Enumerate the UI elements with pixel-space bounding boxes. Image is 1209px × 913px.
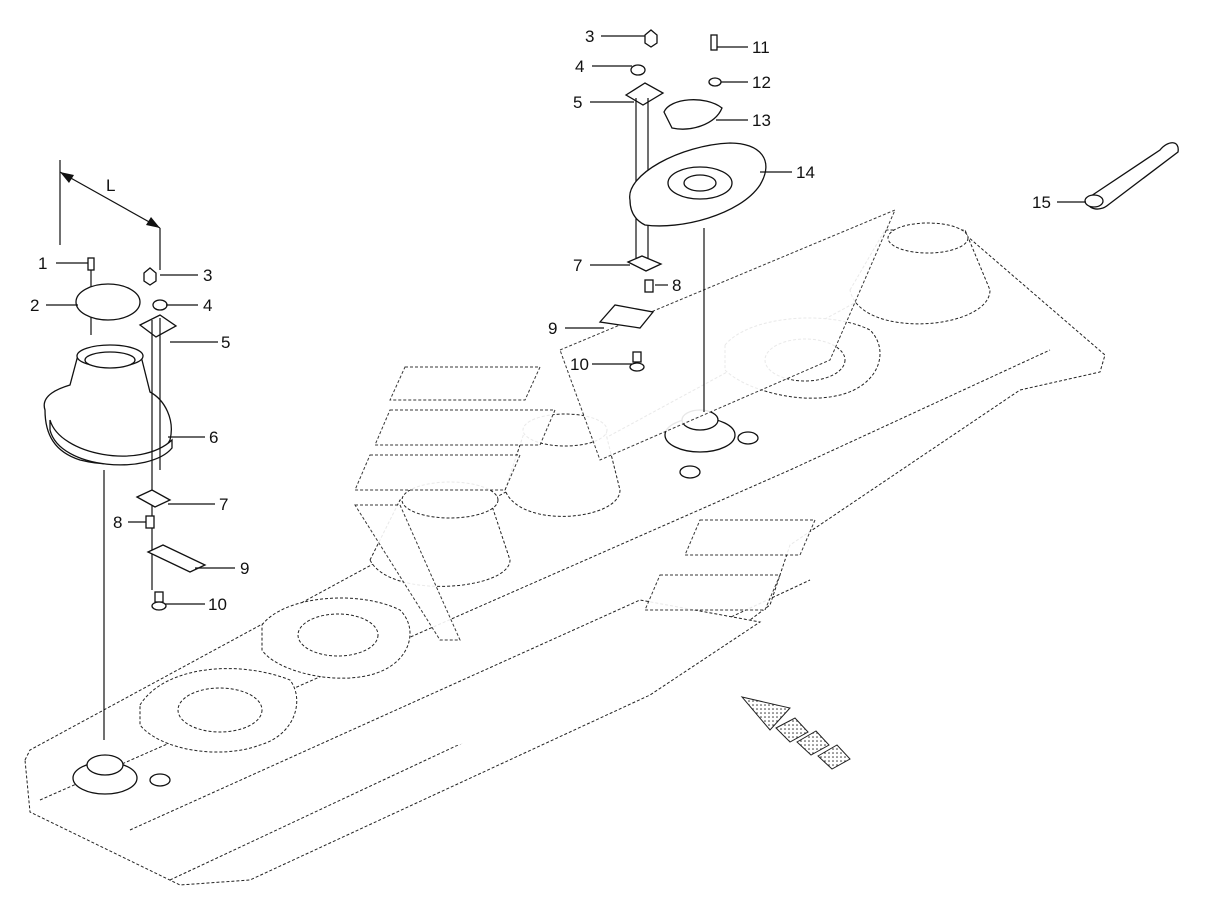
- dimension-label: L: [106, 176, 115, 195]
- callout-3: 3: [203, 266, 212, 285]
- callout-8: 8: [672, 276, 681, 295]
- bearing-hub-left: [72, 754, 171, 795]
- callout-5: 5: [221, 333, 230, 352]
- callout-7: 7: [219, 495, 228, 514]
- callout-4: 4: [203, 296, 212, 315]
- callout-2: 2: [30, 296, 39, 315]
- callout-3: 3: [585, 27, 594, 46]
- callouts-left: 1 2 3 4 5 6 7 8 9 10: [30, 254, 249, 614]
- callout-9: 9: [548, 319, 557, 338]
- callout-8: 8: [113, 513, 122, 532]
- callout-14: 14: [796, 163, 815, 182]
- watermark-letters: [354, 209, 896, 641]
- right-exploded-parts: [598, 29, 1179, 412]
- callout-10: 10: [570, 355, 589, 374]
- travel-direction-arrow: [740, 696, 851, 770]
- callout-9: 9: [240, 559, 249, 578]
- leader-lines: [46, 35, 1086, 605]
- callout-10: 10: [208, 595, 227, 614]
- callout-1: 1: [38, 254, 47, 273]
- callout-12: 12: [752, 73, 771, 92]
- callout-5: 5: [573, 93, 582, 112]
- callout-15: 15: [1032, 193, 1051, 212]
- callout-6: 6: [209, 428, 218, 447]
- callout-4: 4: [575, 57, 584, 76]
- callout-11: 11: [752, 38, 770, 57]
- dimension-l: [59, 160, 161, 270]
- callout-13: 13: [752, 111, 771, 130]
- callouts-right: 3 4 5 7 8 9 10 11 12 13 14 15: [548, 27, 1051, 374]
- left-exploded-parts: [43, 257, 207, 740]
- callout-7: 7: [573, 256, 582, 275]
